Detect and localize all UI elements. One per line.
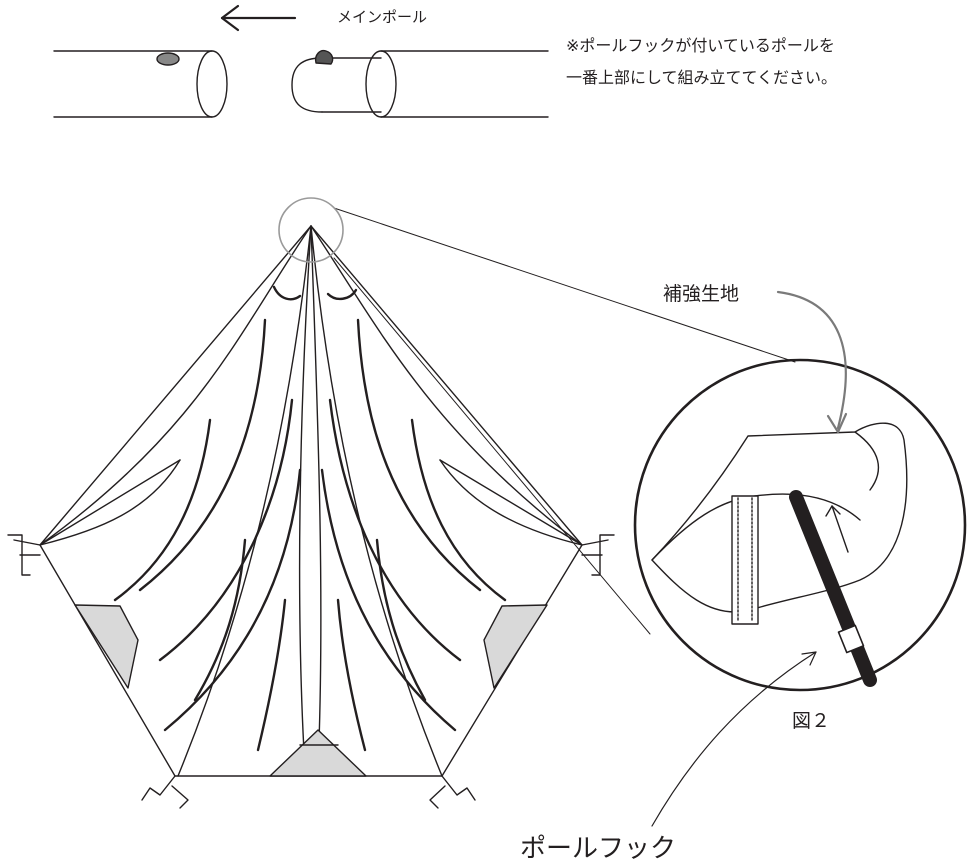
direction-arrow-left xyxy=(220,4,297,32)
stake-bottom-right xyxy=(429,775,476,809)
pole-hook-dot xyxy=(156,52,180,66)
main-pole-label: メインポール xyxy=(337,8,428,26)
left-pole-segment xyxy=(53,50,228,118)
figure-label: 図２ xyxy=(792,710,831,732)
pole-hook-label: ポールフック xyxy=(520,834,677,864)
right-pole-segment xyxy=(291,49,549,118)
pole-hook-knob xyxy=(314,49,334,65)
reinforcement-fabric-label: 補強生地 xyxy=(663,283,740,305)
reinforcement-callout-arrow xyxy=(776,290,847,430)
tent-window-right xyxy=(483,604,548,689)
assembly-note-line1: ※ポールフックが付いているポールを xyxy=(566,36,835,55)
tent-door-panel xyxy=(269,729,367,777)
tent-body xyxy=(7,225,615,809)
tent-window-left xyxy=(74,604,139,689)
magnify-connector-lines xyxy=(333,207,796,635)
pole-hook-callout-arrow xyxy=(651,651,817,827)
assembly-note-line2: 一番上部にして組み立ててください。 xyxy=(566,68,838,87)
stake-left xyxy=(7,534,41,576)
stake-bottom-left xyxy=(141,775,189,809)
detail-zoom-circle xyxy=(633,358,967,692)
stake-right xyxy=(581,534,615,576)
top-focus-circle xyxy=(278,197,344,263)
